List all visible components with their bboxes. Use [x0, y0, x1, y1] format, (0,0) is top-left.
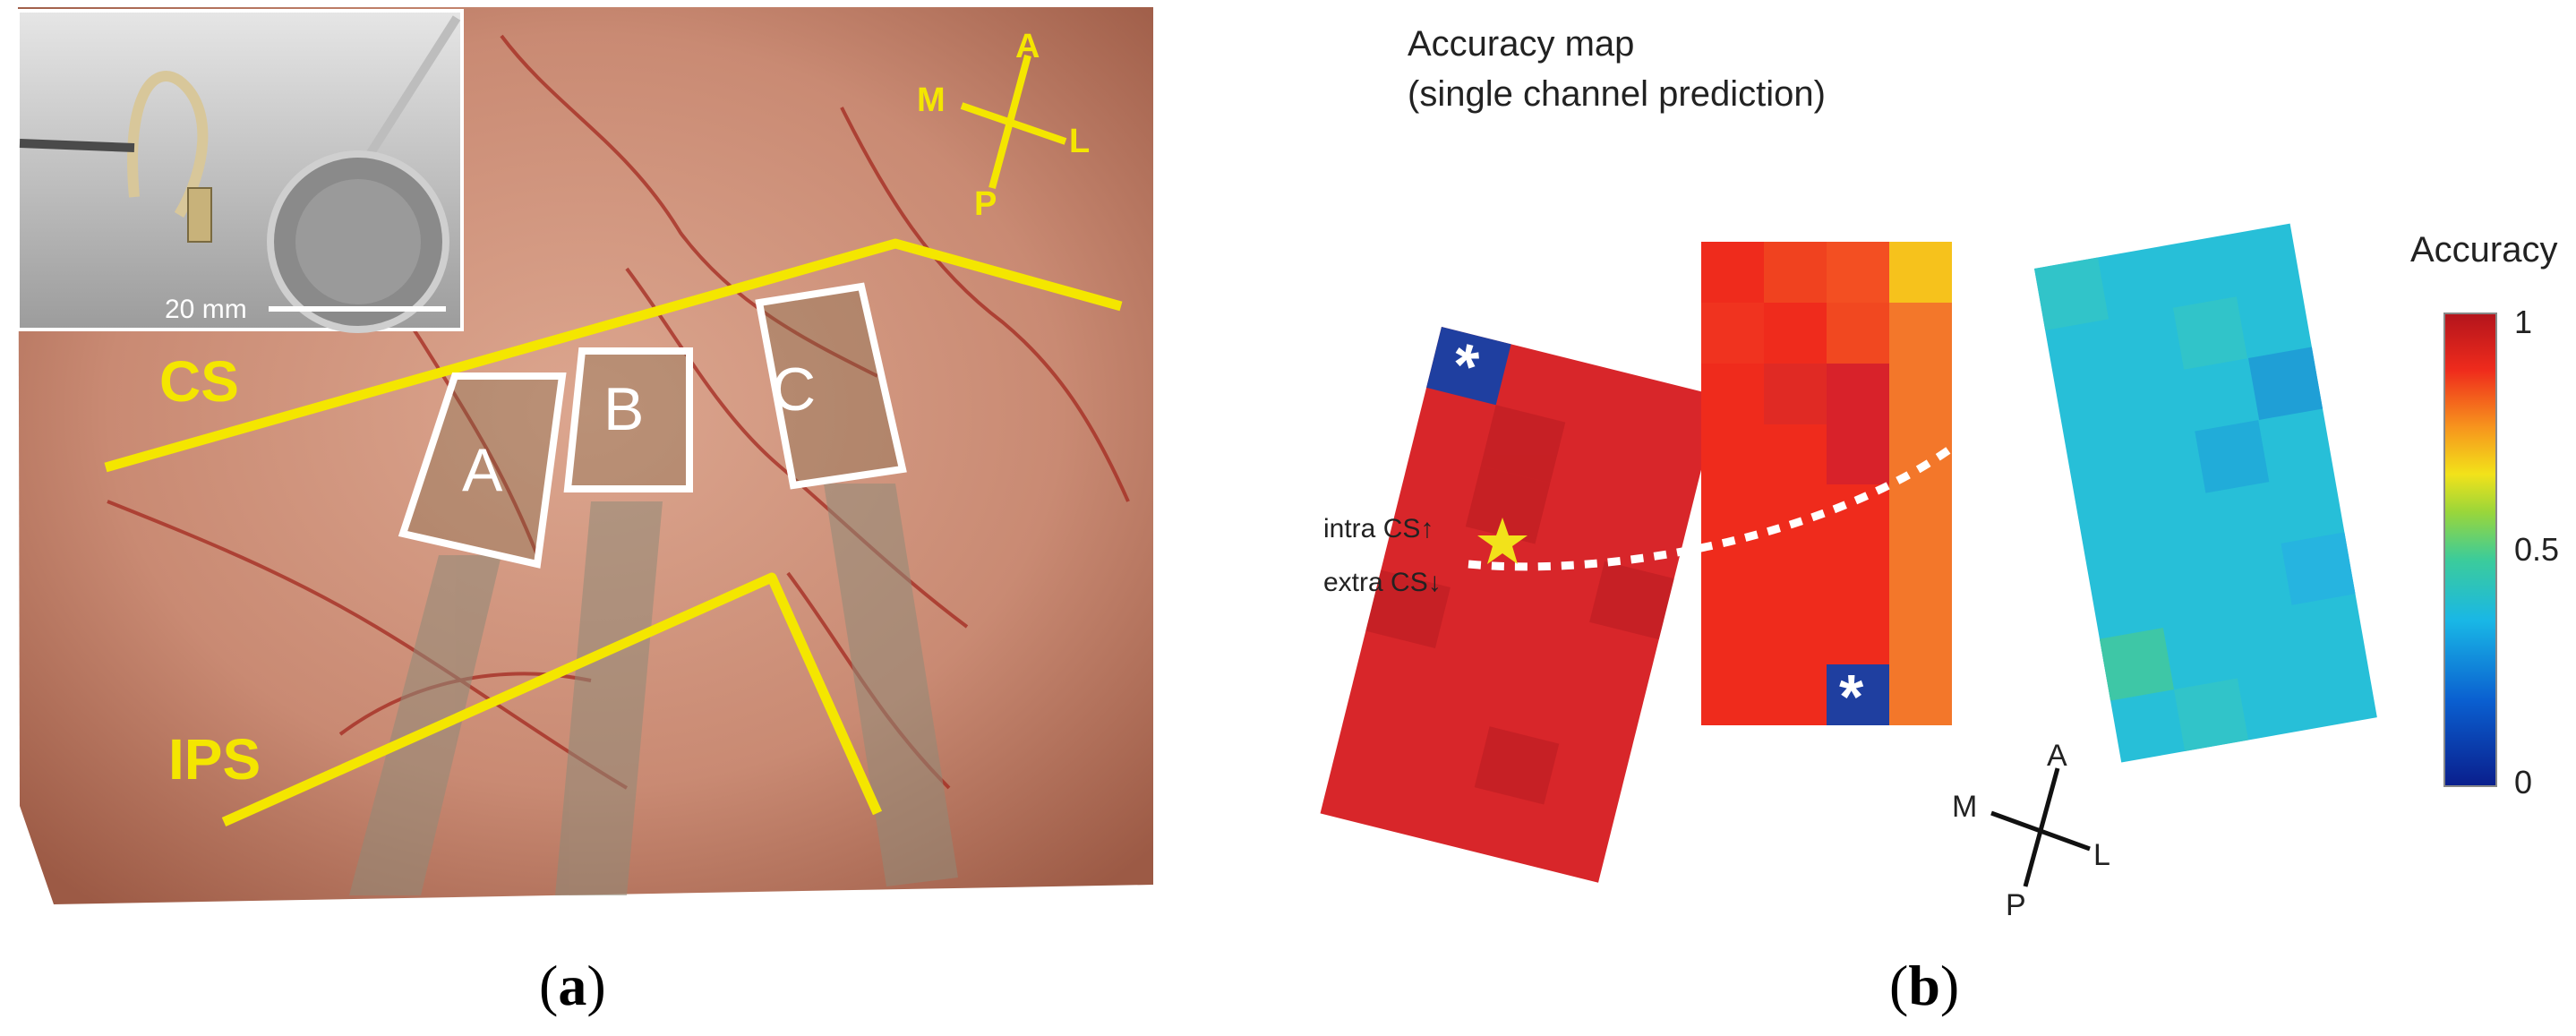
electrode-grid: [187, 187, 212, 243]
compass-a: [960, 54, 1067, 190]
label-intra-cs: intra CS↑: [1323, 514, 1433, 544]
left-forceps: [19, 139, 135, 152]
heatmap-array-b: *: [1701, 242, 1952, 732]
caption-b-open: (: [1889, 954, 1908, 1017]
heatmap-a-lowest-cell: [1426, 327, 1511, 406]
caption-b-letter: b: [1908, 954, 1940, 1017]
compass-a-medial: M: [917, 81, 946, 119]
colorbar-tick-0-5: 0.5: [2514, 531, 2559, 568]
ips-label: IPS: [168, 727, 261, 792]
scale-bar-label: 20 mm: [165, 295, 247, 324]
array-c: C: [755, 282, 907, 490]
cs-label: CS: [159, 349, 239, 414]
panel-a: 20 mm CS IPS A B C A M L P (a): [16, 7, 1153, 1017]
compass-a-posterior: P: [974, 185, 997, 223]
caption-a-letter: a: [558, 954, 586, 1017]
array-a: A: [398, 372, 567, 569]
array-c-label: C: [772, 355, 816, 424]
map-title-line2: (single channel prediction): [1408, 74, 1826, 114]
compass-a-anterior: A: [1015, 28, 1040, 65]
compass-b-posterior: P: [2006, 888, 2026, 922]
inset-photo: 20 mm: [16, 9, 464, 333]
compass-a-lateral: L: [1069, 123, 1090, 160]
compass-b-medial: M: [1952, 790, 1977, 824]
electrode-cables: [349, 484, 958, 895]
heatmap-b-asterisk: *: [1839, 662, 1864, 732]
cs-outline: [104, 238, 1123, 473]
heatmap-b-lowest-cell: [1827, 664, 1889, 725]
array-b: B: [563, 347, 693, 492]
coin-inner: [295, 179, 421, 304]
ips-outline: [221, 572, 883, 827]
compass-b-lateral: L: [2093, 838, 2110, 872]
label-extra-cs: extra CS↓: [1323, 568, 1442, 597]
caption-a-open: (: [539, 954, 558, 1017]
colorbar-tick-0: 0: [2514, 764, 2532, 801]
caption-b: (b): [1889, 954, 1959, 1017]
caption-a-close: ): [586, 954, 605, 1017]
colorbar: [2443, 313, 2497, 787]
heatmap-array-a: *: [1320, 327, 1720, 883]
caption-b-close: ): [1940, 954, 1959, 1017]
heatmap-array-c: [2034, 223, 2377, 763]
compass-b-anterior: A: [2047, 739, 2067, 773]
panel-b: Accuracy map (single channel prediction)…: [1320, 24, 2559, 1017]
colorbar-tick-1: 1: [2514, 304, 2532, 340]
colorbar-title: Accuracy: [2410, 230, 2558, 270]
array-b-label: B: [603, 375, 644, 443]
flexible-cable: [127, 71, 209, 218]
array-a-label: A: [462, 436, 503, 504]
electrode-star: [1477, 518, 1528, 564]
compass-b: [1990, 767, 2091, 887]
map-title-line1: Accuracy map: [1408, 24, 1634, 64]
caption-a: (a): [539, 954, 606, 1017]
